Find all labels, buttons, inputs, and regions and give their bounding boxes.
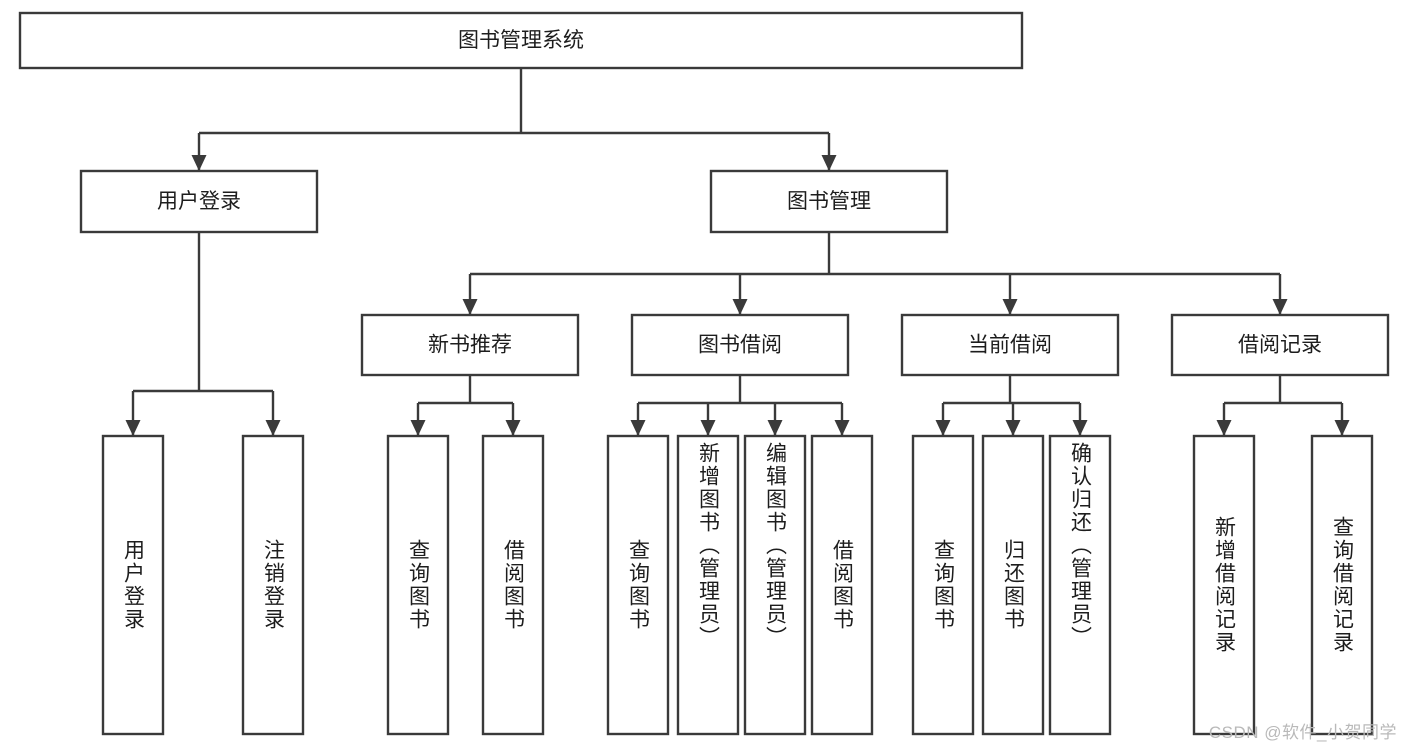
arrow-head-icon [1072,420,1088,436]
arrow-head-icon [410,420,426,436]
arrow-head-icon [834,420,850,436]
arrow-head-icon [732,299,748,315]
arrow-head-icon [821,155,837,171]
node-label-borrow-record: 借阅记录 [1238,334,1322,357]
arrow-head-icon [767,420,783,436]
arrow-head-icon [1005,420,1021,436]
node-label-user-login: 用户登录 [157,190,241,213]
arrow-head-icon [1272,299,1288,315]
node-label-new-book-recommend: 新书推荐 [428,334,512,357]
arrow-head-icon [191,155,207,171]
node-box-leaf-query-book-new[interactable] [386,434,450,736]
node-box-borrow-record[interactable] [1170,313,1390,377]
node-box-leaf-borrow-book-new[interactable] [481,434,545,736]
node-label-current-borrow: 当前借阅 [968,334,1052,357]
node-label-root: 图书管理系统 [458,29,584,52]
arrow-head-icon [1002,299,1018,315]
node-box-new-book-recommend[interactable] [360,313,580,377]
arrow-head-icon [265,420,281,436]
node-box-leaf-return-book[interactable] [981,434,1045,736]
node-box-leaf-borrow-book[interactable] [810,434,874,736]
arrow-head-icon [1334,420,1350,436]
node-box-leaf-query-book-borrow[interactable] [606,434,670,736]
arrow-head-icon [125,420,141,436]
node-box-leaf-query-book-current[interactable] [911,434,975,736]
arrow-head-icon [462,299,478,315]
arrow-head-icon [630,420,646,436]
node-box-root[interactable] [18,11,1024,70]
arrow-head-icon [700,420,716,436]
node-box-leaf-logout[interactable] [241,434,305,736]
node-box-leaf-add-record[interactable] [1192,434,1256,736]
arrow-head-icon [935,420,951,436]
node-box-book-manage[interactable] [709,169,949,234]
connectors-layer [125,68,1350,436]
node-box-leaf-confirm-return[interactable] [1048,434,1112,736]
node-box-current-borrow[interactable] [900,313,1120,377]
node-label-book-borrow: 图书借阅 [698,334,782,357]
node-box-leaf-query-record[interactable] [1310,434,1374,736]
arrow-head-icon [1216,420,1232,436]
node-box-book-borrow[interactable] [630,313,850,377]
node-box-user-login[interactable] [79,169,319,234]
node-label-book-manage: 图书管理 [787,190,871,213]
arrow-head-icon [505,420,521,436]
node-box-leaf-user-login[interactable] [101,434,165,736]
node-box-leaf-add-book[interactable] [676,434,740,736]
node-box-leaf-edit-book[interactable] [743,434,807,736]
